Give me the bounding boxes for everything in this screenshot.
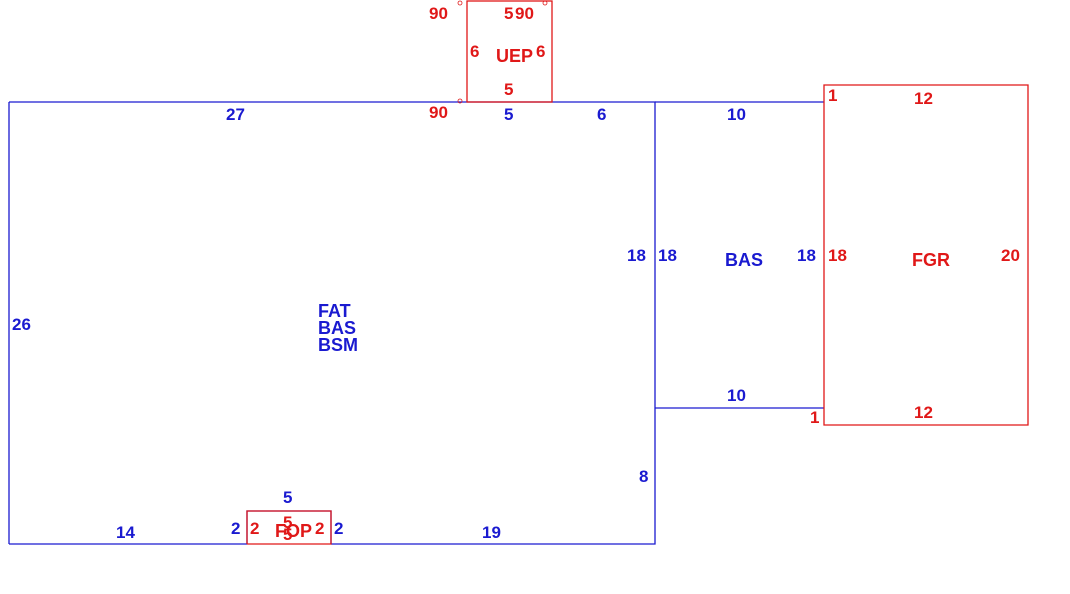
dim-fop-right-blue: 2	[334, 519, 343, 538]
main-area-outline	[8, 101, 656, 545]
dim-garage-top: 12	[914, 89, 933, 108]
dim-main-left: 26	[12, 315, 31, 334]
main-area-label-1: FAT	[318, 301, 351, 321]
upper-porch-label: UEP	[496, 46, 533, 66]
front-porch-red-outline	[246, 510, 332, 545]
dim-garage-step-top: 1	[828, 86, 837, 105]
garage-outline	[823, 84, 1029, 426]
main-area-label-3: BSM	[318, 335, 358, 355]
upper-porch-outline	[466, 0, 553, 103]
dim-main-top-right: 6	[597, 105, 606, 124]
dim-main-bottom-left: 14	[116, 523, 135, 542]
bas-annex-outline	[655, 101, 824, 409]
dim-bas-annex-right: 18	[797, 246, 816, 265]
dim-main-right-lower: 8	[639, 467, 648, 486]
dim-garage-step-bottom: 1	[810, 408, 819, 427]
dim-uep-top-right: 90	[515, 4, 534, 23]
dim-bas-annex-left: 18	[658, 246, 677, 265]
dim-uep-left-angle: 90	[429, 4, 448, 23]
dim-uep-base-angle: 90	[429, 103, 448, 122]
angle-marker	[457, 98, 463, 104]
garage-label: FGR	[912, 250, 950, 270]
dim-fop-left-blue: 2	[231, 519, 240, 538]
dim-main-bottom-right: 19	[482, 523, 501, 542]
dim-bas-annex-bottom: 10	[727, 386, 746, 405]
dim-main-top-mid: 5	[504, 105, 513, 124]
front-porch-label: FOP	[275, 521, 312, 541]
dim-bas-annex-top: 10	[727, 105, 746, 124]
dim-fop-inner-bottom: 5	[283, 525, 292, 544]
dim-uep-right: 6	[536, 42, 545, 61]
dim-fop-left-red: 2	[250, 519, 259, 538]
dim-garage-right: 20	[1001, 246, 1020, 265]
dim-main-top-left: 27	[226, 105, 245, 124]
dim-uep-bottom: 5	[504, 80, 513, 99]
dim-main-right-upper: 18	[627, 246, 646, 265]
dim-fop-top: 5	[283, 488, 292, 507]
dim-fop-inner-top: 5	[283, 513, 292, 532]
angle-marker	[457, 0, 463, 6]
dim-garage-bottom: 12	[914, 403, 933, 422]
bas-annex-label: BAS	[725, 250, 763, 270]
dim-fop-right-red: 2	[315, 519, 324, 538]
dim-uep-top-left: 5	[504, 4, 513, 23]
dim-uep-left: 6	[470, 42, 479, 61]
angle-marker	[542, 0, 548, 6]
main-area-label-2: BAS	[318, 318, 356, 338]
dim-garage-left: 18	[828, 246, 847, 265]
